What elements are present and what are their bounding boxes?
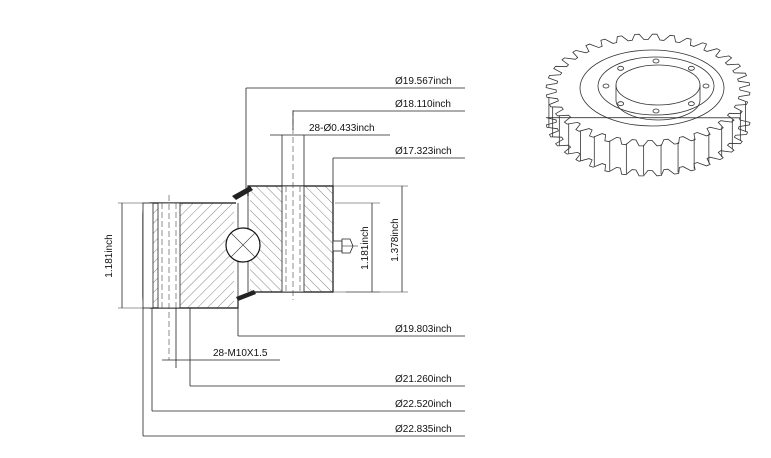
dimension-lines: [118, 87, 465, 437]
dim-label-22-835: Ø22.835inch: [395, 424, 452, 435]
bearing-cross-section: [142, 110, 358, 360]
bearing-isometric-view: [545, 33, 751, 177]
dim-label-18-110: Ø18.110inch: [395, 99, 451, 110]
dim-label-22-520: Ø22.520inch: [395, 399, 452, 410]
dim-label-height-outer: 1.378inch: [390, 218, 401, 261]
dim-label-threads: 28-M10X1.5: [213, 348, 268, 359]
dim-label-19-803: Ø19.803inch: [395, 324, 452, 335]
dim-label-height-left: 1.181inch: [104, 234, 115, 277]
dim-label-21-260: Ø21.260inch: [395, 374, 452, 385]
dim-label-bolt-holes: 28-Ø0.433inch: [309, 123, 375, 134]
dim-label-17-323: Ø17.323inch: [395, 146, 452, 157]
dim-label-height-inner: 1.181inch: [360, 226, 371, 269]
dim-label-19-567: Ø19.567inch: [395, 76, 452, 87]
